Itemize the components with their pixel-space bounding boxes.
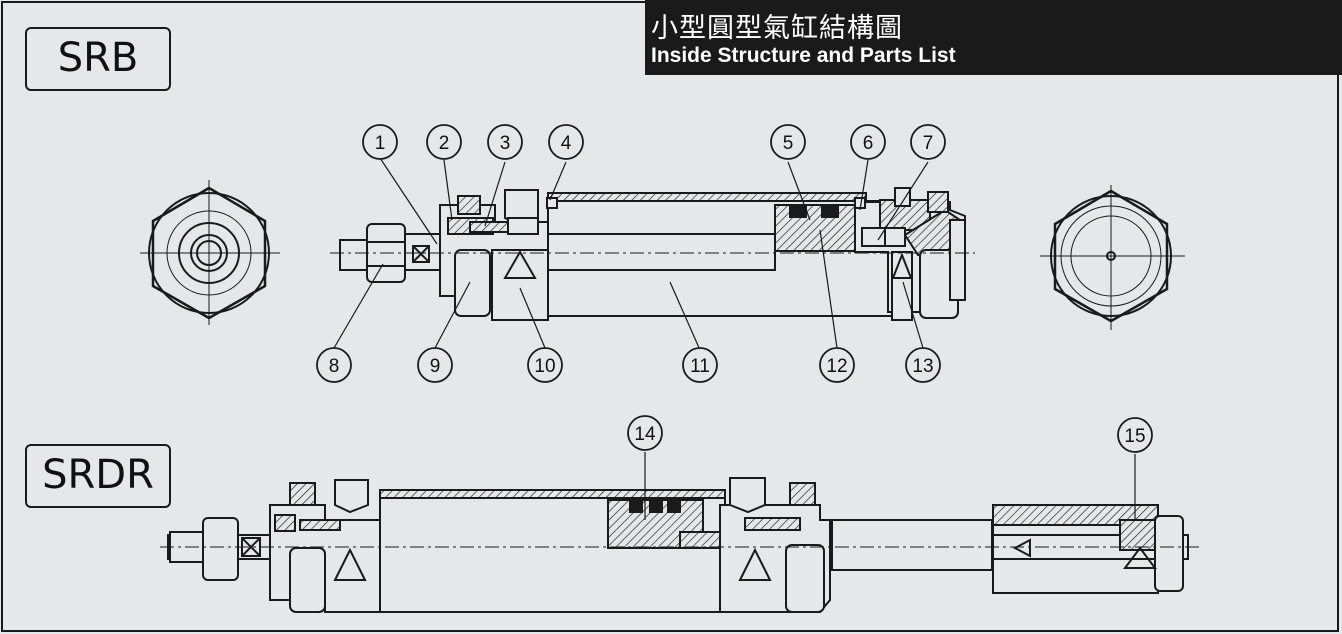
model-label-srdr: SRDR [25, 444, 171, 508]
callout-13 [905, 347, 941, 383]
callout-2 [426, 124, 462, 160]
callout-3-label: 3 [500, 133, 511, 154]
callout-12 [819, 347, 855, 383]
title-english: Inside Structure and Parts List [651, 44, 956, 67]
callout-12-label: 12 [826, 356, 847, 377]
callout-13-label: 13 [912, 356, 933, 377]
callout-11-label: 11 [690, 356, 710, 377]
callout-4 [548, 124, 584, 160]
srb-right-end-view [1040, 185, 1185, 330]
leader-lines [333, 157, 1136, 520]
callout-5-label: 5 [783, 133, 794, 154]
callout-numbers: 1 2 3 4 5 6 7 8 9 10 11 12 13 14 15 [329, 133, 1146, 447]
callout-1 [362, 124, 398, 160]
callout-9-label: 9 [430, 356, 441, 377]
srdr-cylinder-section [160, 477, 1200, 613]
callout-5 [770, 124, 806, 160]
callout-10-label: 10 [534, 356, 555, 377]
title-chinese: 小型圓型氣缸結構圖 [651, 13, 903, 44]
callout-15-label: 15 [1124, 426, 1145, 447]
callout-14-label: 14 [634, 424, 656, 445]
srb-cylinder-section [330, 187, 975, 321]
callout-9 [417, 347, 453, 383]
callout-15 [1117, 417, 1153, 453]
callout-3 [487, 124, 523, 160]
callout-10 [527, 347, 563, 383]
callout-8-label: 8 [329, 356, 340, 377]
callout-14 [627, 415, 663, 451]
callout-6-label: 6 [863, 133, 874, 154]
callout-group [316, 124, 1153, 453]
model-label-srb: SRB [25, 27, 171, 91]
srb-left-end-view [140, 180, 280, 325]
callout-8 [316, 347, 352, 383]
title-block: 小型圓型氣缸結構圖 Inside Structure and Parts Lis… [645, 0, 1342, 75]
callout-2-label: 2 [439, 133, 450, 154]
callout-11 [682, 347, 718, 383]
callout-1-label: 1 [375, 133, 386, 154]
callout-7 [910, 124, 946, 160]
callout-4-label: 4 [561, 133, 572, 154]
callout-7-label: 7 [923, 133, 934, 154]
callout-6 [850, 124, 886, 160]
